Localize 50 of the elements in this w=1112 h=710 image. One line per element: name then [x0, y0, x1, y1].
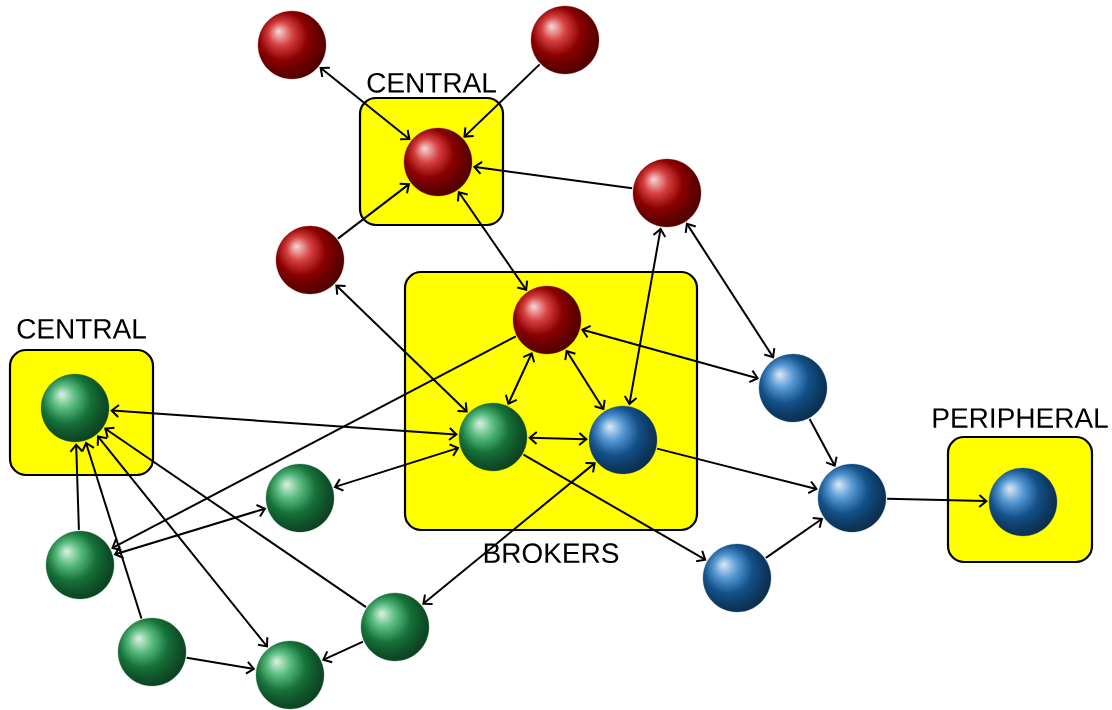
- arrow: [336, 182, 411, 240]
- arrow: [110, 404, 458, 441]
- arrow: [335, 284, 468, 413]
- arrow: [504, 351, 536, 406]
- circle-node: [40, 373, 110, 443]
- circle-node: [512, 285, 582, 355]
- arrow: [764, 517, 824, 559]
- arrow: [808, 417, 838, 468]
- arrow: [472, 160, 634, 190]
- arrow: [113, 504, 267, 559]
- arrow: [69, 443, 84, 531]
- arrow: [528, 431, 588, 446]
- circle-node: [255, 640, 325, 710]
- arrow: [463, 63, 541, 138]
- arrow: [321, 640, 365, 664]
- node-label: CENTRAL: [367, 72, 496, 93]
- arrow: [319, 66, 411, 141]
- circle-node: [702, 543, 772, 613]
- arrow: [185, 656, 256, 675]
- arrow: [580, 324, 760, 384]
- circle-node: [758, 353, 828, 423]
- circle-node: [530, 5, 600, 75]
- arrow: [456, 190, 529, 292]
- circle-node: [458, 402, 528, 472]
- arrow: [886, 494, 988, 508]
- arrow: [522, 453, 707, 563]
- circle-node: [117, 617, 187, 687]
- circle-node: [360, 592, 430, 662]
- arrow: [422, 462, 596, 605]
- arrow: [81, 441, 143, 620]
- circle-node: [45, 530, 115, 600]
- circle-node: [403, 127, 473, 197]
- circle-node: [275, 225, 345, 295]
- arrow: [564, 349, 606, 411]
- node-label: BROKERS: [484, 543, 619, 564]
- arrow: [111, 335, 517, 551]
- node-label: PERIPHERAL: [933, 408, 1108, 428]
- arrow: [623, 227, 667, 406]
- arrow: [656, 447, 818, 495]
- arrow: [104, 426, 367, 609]
- arrow: [333, 443, 460, 492]
- circle-node: [257, 10, 327, 80]
- circle-node: [817, 463, 887, 533]
- arrow: [96, 435, 269, 648]
- arrow: [684, 222, 776, 359]
- circle-node: [265, 463, 335, 533]
- circle-node: [588, 405, 658, 475]
- node-label: CENTRAL: [17, 318, 146, 339]
- circle-node: [988, 467, 1058, 537]
- circle-node: [632, 158, 702, 228]
